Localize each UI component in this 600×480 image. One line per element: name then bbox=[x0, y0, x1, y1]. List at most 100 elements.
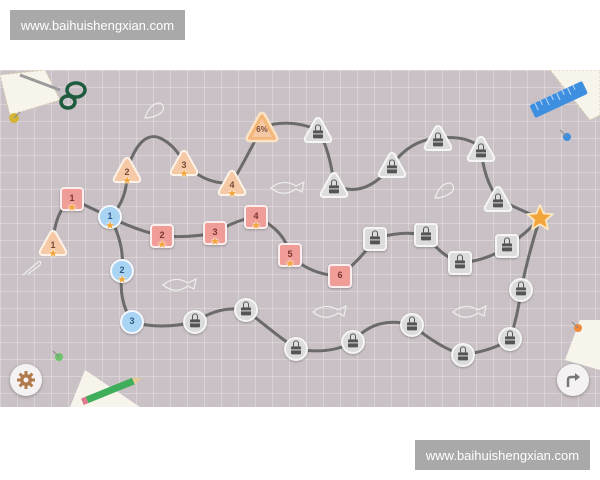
star-icon: ★ bbox=[105, 220, 115, 232]
ruler-icon bbox=[530, 70, 600, 121]
turn-right-arrow-icon bbox=[566, 373, 580, 387]
doodle-fish-icon bbox=[452, 304, 487, 318]
doodle-fish-icon bbox=[312, 304, 347, 318]
level-map-board: 1 ★ 2 ★ 3 ★ 4 ★ 6% bbox=[0, 70, 600, 407]
settings-button[interactable] bbox=[10, 364, 42, 396]
triangle-shape bbox=[38, 229, 68, 256]
lock-icon bbox=[493, 193, 503, 208]
level-number: 2 bbox=[159, 230, 165, 240]
star-icon: ★ bbox=[122, 175, 132, 187]
locked-triangle-level[interactable] bbox=[377, 151, 407, 179]
level-number: 4 bbox=[229, 180, 235, 190]
level-triangle-progress[interactable]: 6% bbox=[245, 111, 279, 143]
locked-circle-level[interactable] bbox=[284, 337, 308, 361]
locked-triangle-level[interactable] bbox=[483, 185, 513, 213]
doodle-bird-icon bbox=[144, 102, 165, 119]
locked-circle-level[interactable] bbox=[451, 343, 475, 367]
lock-icon bbox=[370, 230, 380, 245]
lock-icon bbox=[241, 301, 251, 316]
star-icon: ★ bbox=[67, 202, 77, 214]
star-icon: ★ bbox=[117, 274, 127, 286]
locked-triangle-level[interactable] bbox=[319, 171, 349, 199]
doodle-bird-icon bbox=[434, 182, 455, 199]
lock-icon bbox=[348, 333, 358, 348]
level-triangle-4[interactable]: 4 ★ bbox=[217, 169, 247, 200]
lock-icon bbox=[502, 237, 512, 252]
lock-icon bbox=[313, 124, 323, 139]
locked-circle-level[interactable] bbox=[509, 278, 533, 302]
pencil-icon bbox=[70, 370, 142, 407]
level-number: 3 bbox=[212, 227, 218, 237]
level-square-1[interactable]: 1 ★ bbox=[60, 187, 84, 214]
star-icon: ★ bbox=[157, 239, 167, 251]
lock-icon bbox=[458, 346, 468, 361]
locked-square-level[interactable] bbox=[363, 227, 387, 251]
lock-icon bbox=[407, 316, 417, 331]
locked-circle-level[interactable] bbox=[498, 327, 522, 351]
paper-sheet-icon bbox=[565, 320, 600, 370]
locked-square-level[interactable] bbox=[414, 223, 438, 247]
level-number: 3 bbox=[129, 316, 135, 326]
lock-icon bbox=[329, 179, 339, 194]
goal-star[interactable] bbox=[526, 204, 554, 232]
triangle-progress-shape bbox=[245, 111, 279, 143]
watermark-bottom: www.baihuishengxian.com bbox=[415, 440, 590, 470]
lock-icon bbox=[291, 340, 301, 355]
star-icon bbox=[526, 204, 554, 231]
level-square-2[interactable]: 2 ★ bbox=[150, 224, 174, 251]
lock-icon bbox=[421, 226, 431, 241]
locked-triangle-level[interactable] bbox=[466, 135, 496, 163]
level-number: 1 bbox=[69, 193, 75, 203]
lock-icon bbox=[190, 313, 200, 328]
level-number: 1 bbox=[50, 240, 56, 250]
locked-square-level[interactable] bbox=[448, 251, 472, 275]
level-square-5[interactable]: 5 ★ bbox=[278, 243, 302, 270]
level-square-3[interactable]: 3 ★ bbox=[203, 221, 227, 248]
lock-icon bbox=[387, 159, 397, 174]
level-triangle-1[interactable]: 1 ★ bbox=[38, 229, 68, 260]
triangle-shape bbox=[169, 149, 199, 176]
lock-icon bbox=[505, 330, 515, 345]
level-square-4[interactable]: 4 ★ bbox=[244, 205, 268, 232]
star-icon: ★ bbox=[179, 168, 189, 180]
star-icon: ★ bbox=[227, 188, 237, 200]
doodle-paperclip-icon bbox=[22, 260, 42, 276]
push-pin-orange-icon bbox=[571, 321, 582, 332]
locked-circle-level[interactable] bbox=[341, 330, 365, 354]
lock-icon bbox=[516, 281, 526, 296]
lock-icon bbox=[433, 132, 443, 147]
locked-square-level[interactable] bbox=[495, 234, 519, 258]
level-circle-1[interactable]: 1 ★ bbox=[98, 205, 122, 232]
star-icon: ★ bbox=[210, 236, 220, 248]
doodle-fish-icon bbox=[162, 277, 197, 291]
level-circle-2[interactable]: 2 ★ bbox=[110, 259, 134, 286]
gear-icon bbox=[17, 371, 35, 389]
locked-circle-level[interactable] bbox=[400, 313, 424, 337]
level-number: 2 bbox=[119, 265, 125, 275]
level-number: 6 bbox=[337, 270, 343, 280]
push-pin-green-icon bbox=[52, 350, 63, 361]
locked-triangle-level[interactable] bbox=[303, 116, 333, 144]
triangle-shape bbox=[217, 169, 247, 196]
level-circle-3[interactable]: 3 bbox=[120, 310, 144, 334]
doodle-fish-icon bbox=[270, 180, 305, 194]
star-icon: ★ bbox=[251, 220, 261, 232]
level-number: 4 bbox=[253, 211, 259, 221]
star-icon: ★ bbox=[48, 248, 58, 260]
lock-icon bbox=[455, 254, 465, 269]
triangle-shape bbox=[112, 156, 142, 183]
level-number: 1 bbox=[107, 211, 113, 221]
level-triangle-2[interactable]: 2 ★ bbox=[112, 156, 142, 187]
watermark-top: www.baihuishengxian.com bbox=[10, 10, 185, 40]
progress-percent: 6% bbox=[256, 125, 268, 134]
star-icon: ★ bbox=[285, 258, 295, 270]
locked-triangle-level[interactable] bbox=[423, 124, 453, 152]
level-number: 5 bbox=[287, 249, 293, 259]
scissors-icon bbox=[0, 70, 87, 116]
level-triangle-3[interactable]: 3 ★ bbox=[169, 149, 199, 180]
next-button[interactable] bbox=[557, 364, 589, 396]
level-square-6[interactable]: 6 bbox=[328, 264, 352, 288]
locked-circle-level[interactable] bbox=[234, 298, 258, 322]
push-pin-yellow-icon bbox=[9, 111, 21, 123]
locked-circle-level[interactable] bbox=[183, 310, 207, 334]
